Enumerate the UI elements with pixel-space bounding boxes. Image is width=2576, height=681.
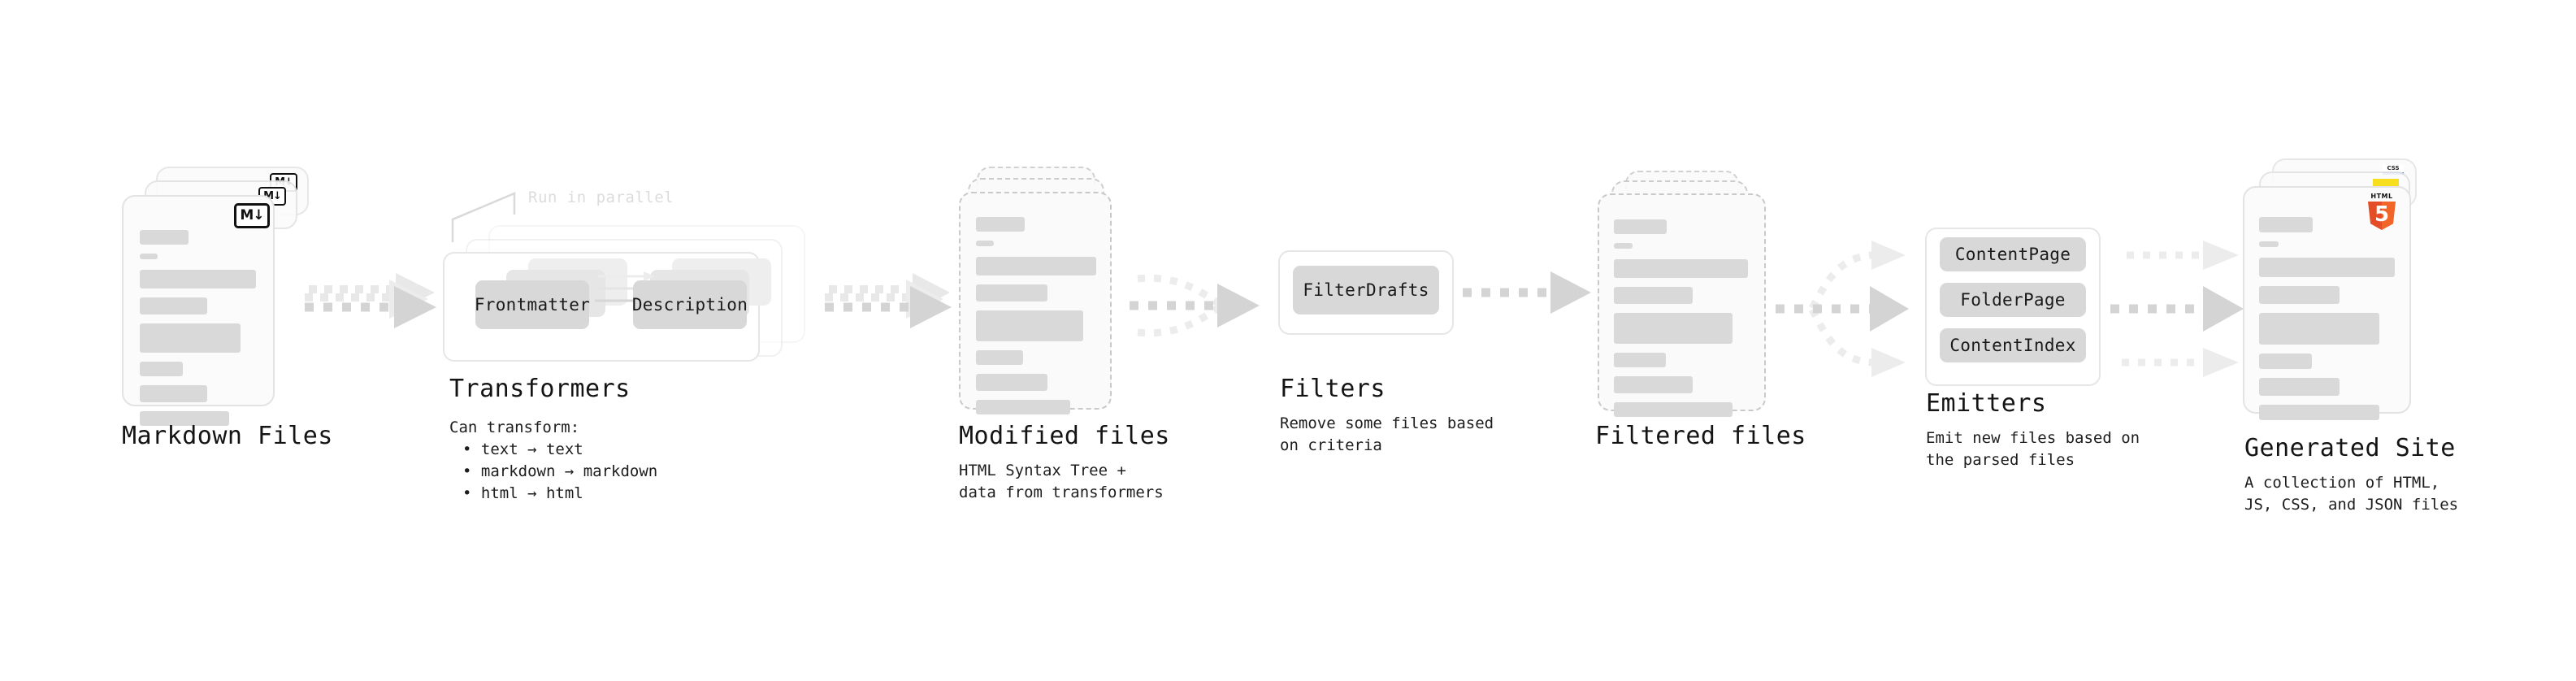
filters-title: Filters xyxy=(1280,375,1386,403)
html5-digit: 5 xyxy=(2374,202,2390,227)
emitters-caption: Emitters Emit new files based on the par… xyxy=(1926,390,2140,471)
generated-site-caption: Generated Site A collection of HTML, JS,… xyxy=(2244,435,2458,516)
modified-file-content xyxy=(976,217,1096,423)
filtered-files-title: Filtered files xyxy=(1595,422,1806,450)
css-badge-label: CSS xyxy=(2387,165,2400,171)
transformers-list: Can transform: • text → text • markdown … xyxy=(449,417,657,505)
transformers-list-item-0: • text → text xyxy=(462,440,583,458)
generated-site-stack: CSS HTML 5 xyxy=(2243,158,2454,427)
filters-subtitle: Remove some files based on criteria xyxy=(1280,414,1494,454)
filtered-files-caption: Filtered files xyxy=(1595,423,1806,450)
filtered-file-content xyxy=(1614,219,1748,426)
connector-transformers-to-modified xyxy=(825,273,952,328)
filter-chip-filterdrafts[interactable]: FilterDrafts xyxy=(1293,266,1439,314)
transformer-chip-description[interactable]: Description xyxy=(632,280,748,329)
transformers-title: Transformers xyxy=(449,375,631,403)
filters-caption: Filters Remove some files based on crite… xyxy=(1280,375,1494,457)
transformers-list-item-2: • html → html xyxy=(462,484,583,502)
run-in-parallel-bracket xyxy=(451,192,516,242)
emitter-chip-folderpage[interactable]: FolderPage xyxy=(1940,283,2086,317)
connector-markdown-to-transformers xyxy=(305,273,436,328)
site-file-content xyxy=(2259,217,2395,429)
generated-site-title: Generated Site xyxy=(2244,434,2456,462)
markdown-files-title: Markdown Files xyxy=(122,422,333,450)
connector-filters-to-filtered xyxy=(1463,271,1591,314)
html5-badge-label: HTML xyxy=(2370,193,2393,200)
emitter-chip-contentindex[interactable]: ContentIndex xyxy=(1940,328,2086,362)
transformers-group: Run in parallel Frontmatter Descr xyxy=(443,189,825,362)
emitters-subtitle: Emit new files based on the parsed files xyxy=(1926,429,2140,469)
connector-emitters-to-site xyxy=(2110,241,2244,377)
connector-filtered-to-emitters xyxy=(1776,241,1909,377)
modified-files-caption: Modified files HTML Syntax Tree + data f… xyxy=(959,423,1170,504)
emitter-chip-contentpage[interactable]: ContentPage xyxy=(1940,237,2086,271)
markdown-badge-front: M↓ xyxy=(234,203,270,228)
transformer-chip-frontmatter[interactable]: Frontmatter xyxy=(475,280,590,329)
markdown-files-caption: Markdown Files xyxy=(122,423,333,450)
generated-site-subtitle: A collection of HTML, JS, CSS, and JSON … xyxy=(2244,474,2459,514)
transformers-list-item-1: • markdown → markdown xyxy=(462,462,658,480)
modified-files-stack xyxy=(959,167,1154,427)
html5-badge: HTML 5 xyxy=(2368,193,2396,230)
run-in-parallel-label: Run in parallel xyxy=(528,189,674,206)
filtered-files-stack xyxy=(1598,171,1793,431)
emitters-title: Emitters xyxy=(1926,389,2047,418)
transformers-list-heading: Can transform: xyxy=(449,419,580,436)
modified-files-subtitle: HTML Syntax Tree + data from transformer… xyxy=(959,462,1164,501)
connector-modified-to-filters xyxy=(1130,274,1260,337)
markdown-files-stack: M↓ M↓ M↓ xyxy=(122,167,317,426)
transformers-caption: Transformers Can transform: • text → tex… xyxy=(449,375,657,505)
markdown-file-content xyxy=(140,230,257,435)
modified-files-title: Modified files xyxy=(959,422,1170,450)
